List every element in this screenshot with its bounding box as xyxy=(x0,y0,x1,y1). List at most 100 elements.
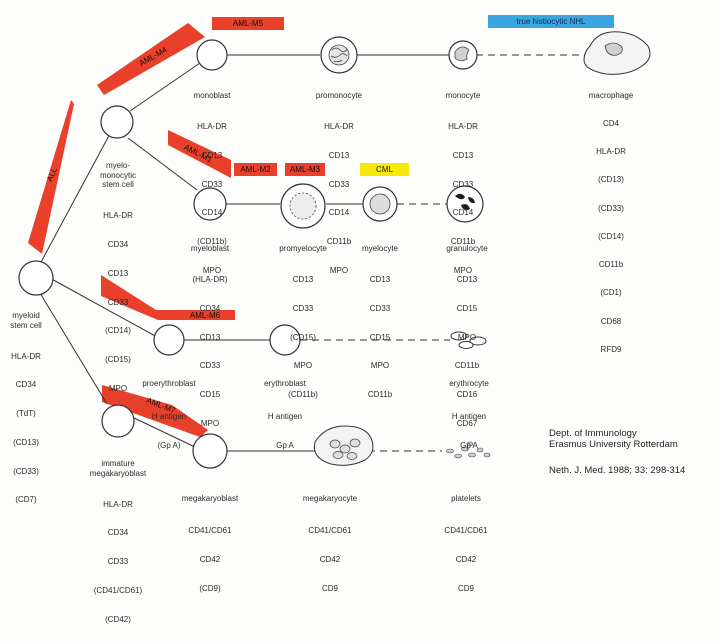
marker: CD68 xyxy=(578,317,644,326)
cell-name: erythrocyte xyxy=(436,379,502,389)
marker: MPO xyxy=(435,333,499,343)
marker: CD13 xyxy=(182,151,242,161)
cell-name: megakaryoblast xyxy=(174,494,246,504)
marker: CD33 xyxy=(90,298,146,308)
marker: CD11b xyxy=(350,390,410,400)
marker: (CD14) xyxy=(578,232,644,241)
cell-name: myeloid stem cell xyxy=(0,311,52,330)
megakaryocyte-lobe-1 xyxy=(330,440,340,448)
credit-university: Erasmus University Rotterdam xyxy=(549,439,678,450)
marker: CD34 xyxy=(90,240,146,250)
cell-name: myelocyte xyxy=(350,244,410,254)
cell-name: monoblast xyxy=(182,91,242,101)
marker: CD11b xyxy=(578,260,644,269)
hematopoiesis-diagram: AML-M5 AML-M4 ALL AML-M1 AML-M2 AML-M3 C… xyxy=(0,0,720,540)
marker: CD41/CD61 xyxy=(293,526,367,536)
marker: HLA-DR xyxy=(0,352,52,362)
marker: HLA-DR xyxy=(578,147,644,156)
marker: CD33 xyxy=(304,180,374,190)
label-erythroblast: erythroblast H antigen Gp A xyxy=(252,360,318,470)
marker: CD33 xyxy=(350,304,410,314)
marker: HLA-DR xyxy=(78,500,158,510)
marker: CD33 xyxy=(433,180,493,190)
monocyte-nucleus xyxy=(455,47,469,61)
credit-citation: Neth. J. Med. 1988; 33: 298-314 xyxy=(549,465,685,476)
marker: CD14 xyxy=(433,208,493,218)
marker: (CD14) xyxy=(90,326,146,336)
banner-histiocytic: true histiocytic NHL xyxy=(488,15,614,28)
cell-monoblast xyxy=(197,40,227,70)
marker: Gp A xyxy=(436,441,502,451)
marker: CD13 xyxy=(433,151,493,161)
marker: CD13 xyxy=(304,151,374,161)
marker: CD9 xyxy=(432,584,500,594)
marker: H antigen xyxy=(436,412,502,422)
marker: (HLA-DR) xyxy=(180,275,240,285)
megakaryocyte-lobe-4 xyxy=(333,452,343,459)
marker: (CD13) xyxy=(578,175,644,184)
marker: CD4 xyxy=(578,119,644,128)
cell-name: erythroblast xyxy=(252,379,318,389)
cell-name: monocyte xyxy=(433,91,493,101)
marker: CD15 xyxy=(350,333,410,343)
banner-aml-m5: AML-M5 xyxy=(212,17,284,30)
cell-name: macrophage xyxy=(578,91,644,100)
marker: CD33 xyxy=(182,180,242,190)
marker: CD34 xyxy=(0,380,52,390)
marker: H antigen xyxy=(134,412,204,422)
cell-name: proerythroblast xyxy=(134,379,204,389)
marker: CD42 xyxy=(293,555,367,565)
label-myeloid-stem: myeloid stem cell HLA-DR CD34 (TdT) (CD1… xyxy=(0,292,52,524)
label-myelocyte: myelocyte CD13 CD33 CD15 MPO CD11b xyxy=(350,225,410,419)
marker: RFD9 xyxy=(578,345,644,354)
marker: (CD41/CD61) xyxy=(78,586,158,596)
label-immature-mk: immature megakaryoblast HLA-DR CD34 CD33… xyxy=(78,440,158,643)
cell-name: promyelocyte xyxy=(268,244,338,254)
marker: CD34 xyxy=(180,304,240,314)
label-platelets: platelets CD41/CD61 CD42 CD9 xyxy=(432,475,500,612)
label-macrophage: macrophage CD4 HLA-DR (CD13) (CD33) (CD1… xyxy=(578,72,644,373)
label-megakaryoblast: megakaryoblast CD41/CD61 CD42 (CD9) xyxy=(174,475,246,612)
marker: CD41/CD61 xyxy=(432,526,500,536)
marker: (CD15) xyxy=(268,333,338,343)
credit-department: Dept. of Immunology xyxy=(549,428,637,439)
cell-name: megakaryocyte xyxy=(293,494,367,504)
marker: CD9 xyxy=(293,584,367,594)
marker: (CD33) xyxy=(0,467,52,477)
marker: HLA-DR xyxy=(90,211,146,221)
megakaryocyte-lobe-3 xyxy=(350,439,360,447)
marker: H antigen xyxy=(252,412,318,422)
cell-name: promonocyte xyxy=(304,91,374,101)
marker: CD13 xyxy=(90,269,146,279)
marker: CD42 xyxy=(432,555,500,565)
marker: CD42 xyxy=(174,555,246,565)
marker: CD14 xyxy=(182,208,242,218)
cell-name: platelets xyxy=(432,494,500,504)
marker: HLA-DR xyxy=(182,122,242,132)
marker: Gp A xyxy=(252,441,318,451)
marker: (CD7) xyxy=(0,495,52,505)
cell-name: myelo- monocytic stem cell xyxy=(90,161,146,190)
cell-name: immature megakaryoblast xyxy=(78,459,158,478)
marker: CD13 xyxy=(350,275,410,285)
marker: (TdT) xyxy=(0,409,52,419)
label-megakaryocyte: megakaryocyte CD41/CD61 CD42 CD9 xyxy=(293,475,367,612)
marker: HLA-DR xyxy=(304,122,374,132)
marker: CD13 xyxy=(180,333,240,343)
megakaryocyte-lobe-2 xyxy=(340,445,350,453)
marker: CD33 xyxy=(78,557,158,567)
marker: (CD33) xyxy=(578,204,644,213)
marker: (CD9) xyxy=(174,584,246,594)
marker: MPO xyxy=(350,361,410,371)
megakaryocyte-lobe-5 xyxy=(347,453,357,460)
marker: CD14 xyxy=(304,208,374,218)
cell-myelomonocytic xyxy=(101,106,133,138)
marker: CD13 xyxy=(435,275,499,285)
marker: (CD1) xyxy=(578,288,644,297)
marker: (CD42) xyxy=(78,615,158,625)
marker: CD13 xyxy=(268,275,338,285)
marker: CD41/CD61 xyxy=(174,526,246,536)
marker: CD33 xyxy=(268,304,338,314)
cell-name: myeloblast xyxy=(180,244,240,254)
marker: HLA-DR xyxy=(433,122,493,132)
